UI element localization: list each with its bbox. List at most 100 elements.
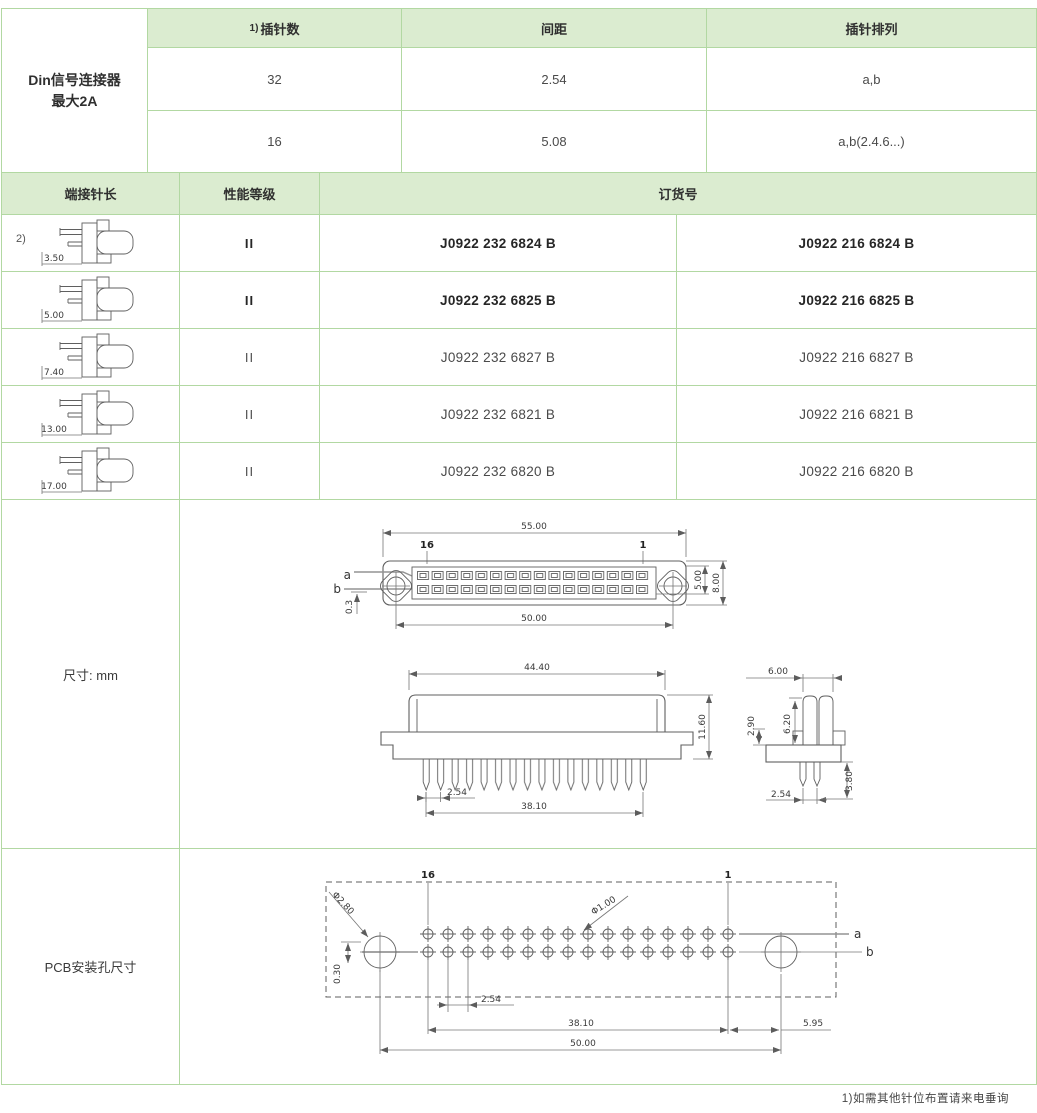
svg-text:5.95: 5.95 [803,1019,823,1029]
svg-text:38.10: 38.10 [521,802,547,812]
spec-row-16: 16 5.08 a,b(2.4.6...) [2,110,1037,173]
mounting-ear-right [656,570,689,602]
svg-text:7.40: 7.40 [43,368,63,378]
page-footnote: 1)如需其他针位布置请来电垂询 [841,1093,1009,1105]
svg-text:16: 16 [421,870,435,881]
svg-text:3.50: 3.50 [43,254,63,264]
pcb-row: PCB安装孔尺寸 16 1 a b [1,848,1037,1085]
header-pitch: 间距 [401,8,707,48]
svg-text:1: 1 [639,540,646,551]
grade-cell: II [179,328,320,386]
header-order-no: 订货号 [318,172,1037,215]
svg-text:b: b [866,945,874,959]
dimensions-label: 尺寸: mm [1,499,180,849]
pin-length-drawing-cell: 17.00 [1,442,180,500]
order-no-32pin: J0922 232 6825 B [319,271,677,329]
svg-text:5.00: 5.00 [694,570,704,590]
order-row-5: 17.00 II J0922 232 6820 B J0922 216 6820… [1,442,1037,500]
svg-text:50.00: 50.00 [570,1039,596,1049]
svg-text:38.10: 38.10 [568,1019,594,1029]
svg-text:3.80: 3.80 [845,771,855,791]
end-view-drawing: 6.00 6.20 2.90 [745,667,855,804]
connector-side-drawing: 13.00 [41,389,146,441]
order-no-32pin: J0922 232 6821 B [319,385,677,443]
order-no-16pin: J0922 216 6827 B [675,328,1037,386]
arrangement-ab246: a,b(2.4.6...) [706,110,1037,173]
svg-text:44.40: 44.40 [524,663,550,673]
spec-row-32: 32 2.54 a,b [2,47,1037,111]
pitch-508: 5.08 [401,110,707,173]
header-arrangement: 插针排列 [706,8,1037,48]
drawings-table: 尺寸: mm 55.00 16 1 a b [1,499,1037,1085]
grade-cell: II [179,442,320,500]
svg-text:8.00: 8.00 [712,573,722,593]
order-no-16pin: J0922 216 6821 B [675,385,1037,443]
connector-side-drawing: 3.50 [36,218,146,270]
order-no-32pin: J0922 232 6827 B [319,328,677,386]
header-pin-count: 1)插针数 [147,8,402,48]
pcb-hole-right [760,931,801,972]
grade-cell: II [179,271,320,329]
product-name-cell: Din信号连接器 最大2A [1,8,148,173]
grade-cell: II [179,385,320,443]
side-view-drawing: 44.40 11.60 2.54 38.10 [379,663,713,817]
svg-text:a: a [854,927,861,941]
svg-text:2.54: 2.54 [480,995,500,1005]
pcb-hole-left [359,931,400,972]
svg-text:6.20: 6.20 [783,714,793,734]
order-row-1: 2) 3.50 II J0922 232 6824 B J0922 216 68… [1,214,1037,272]
dimension-drawings: 55.00 16 1 a b [333,522,855,817]
svg-text:0.3: 0.3 [345,600,355,614]
pcb-hole-drawing: 16 1 a b Φ2.80 Φ1 [325,870,874,1054]
front-view-drawing: 55.00 16 1 a b [333,522,727,629]
order-no-32pin: J0922 232 6824 B [319,214,677,272]
svg-text:Φ2.80: Φ2.80 [329,890,355,917]
svg-text:b: b [333,582,341,596]
pin-length-drawing-cell: 5.00 [1,271,180,329]
svg-text:13.00: 13.00 [41,425,67,435]
svg-text:2.54: 2.54 [770,790,790,800]
header-grade: 性能等级 [179,172,320,215]
connector-side-drawing: 7.40 [36,332,146,384]
svg-text:2.54: 2.54 [446,788,466,798]
order-row-3: 7.40 II J0922 232 6827 B J0922 216 6827 … [1,328,1037,386]
svg-text:a: a [343,568,350,582]
svg-text:55.00: 55.00 [521,522,547,532]
row-footnote-ref: 2) [16,233,26,245]
order-no-32pin: J0922 232 6820 B [319,442,677,500]
dimensions-drawing-cell: 55.00 16 1 a b [179,499,1037,849]
spec-table: Din信号连接器 最大2A 1)插针数 间距 插针排列 32 2.54 a,b … [1,8,1037,173]
grade-cell: II [179,214,320,272]
order-row-2: 5.00 II J0922 232 6825 B J0922 216 6825 … [1,271,1037,329]
svg-text:5.00: 5.00 [43,311,63,321]
svg-text:2.90: 2.90 [747,716,757,736]
pin-count-16: 16 [147,110,402,173]
svg-text:17.00: 17.00 [41,482,67,492]
product-line1: Din信号连接器 [28,71,121,88]
pitch-254: 2.54 [401,47,707,111]
mounting-ear-left [379,570,412,602]
order-no-16pin: J0922 216 6825 B [675,271,1037,329]
pin-length-drawing-cell: 2) 3.50 [1,214,180,272]
connector-side-drawing: 17.00 [41,446,146,498]
dimensions-row: 尺寸: mm 55.00 16 1 a b [1,499,1037,849]
order-table: 端接针长 性能等级 订货号 2) 3.50 II J0922 232 6824 … [1,172,1037,500]
svg-text:6.00: 6.00 [767,667,787,677]
pcb-drawing-cell: 16 1 a b Φ2.80 Φ1 [179,848,1037,1085]
pcb-label: PCB安装孔尺寸 [1,848,180,1085]
svg-text:11.60: 11.60 [698,714,708,740]
arrangement-ab: a,b [706,47,1037,111]
svg-text:0.30: 0.30 [333,963,343,983]
header-footnote-ref: 1) [249,22,259,34]
order-row-4: 13.00 II J0922 232 6821 B J0922 216 6821… [1,385,1037,443]
svg-text:50.00: 50.00 [521,614,547,624]
product-line2: 最大2A [51,92,98,109]
pin-length-drawing-cell: 7.40 [1,328,180,386]
pin-count-32: 32 [147,47,402,111]
order-no-16pin: J0922 216 6820 B [675,442,1037,500]
connector-side-drawing: 5.00 [36,275,146,327]
order-no-16pin: J0922 216 6824 B [675,214,1037,272]
header-pin-length: 端接针长 [1,172,180,215]
svg-text:16: 16 [420,540,434,551]
